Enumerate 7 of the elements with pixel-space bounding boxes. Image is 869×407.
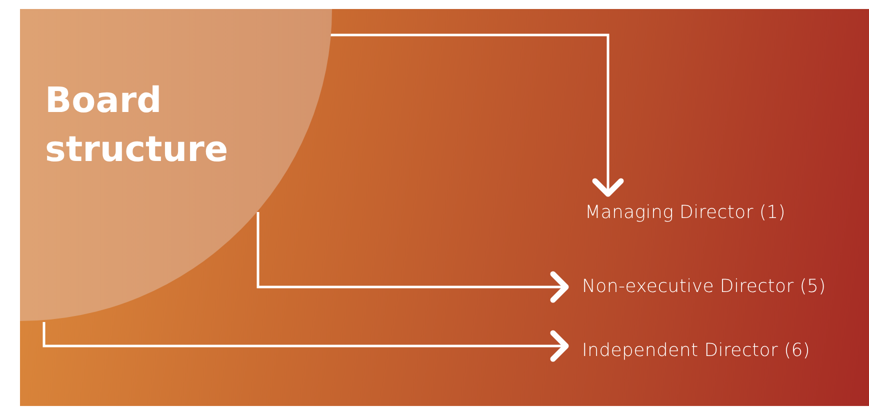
- director-label: Independent Director (6): [560, 334, 840, 368]
- title-text: Board structure: [45, 80, 230, 172]
- arrow: [42, 322, 569, 362]
- arrow: [328, 34, 624, 197]
- director-label: Managing Director (1): [585, 188, 825, 228]
- director-label: Non-executive Director (5): [560, 270, 860, 304]
- arrow: [256, 212, 569, 303]
